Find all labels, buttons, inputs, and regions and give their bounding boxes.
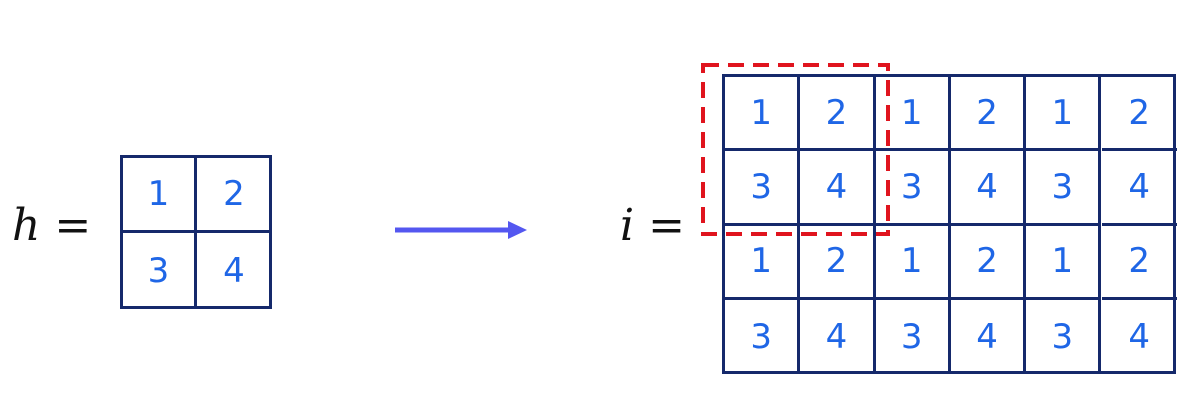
i-cell-r1-c6: 2 <box>1101 77 1177 152</box>
i-cell-r2-c4: 4 <box>950 151 1027 226</box>
i-cell-r4-c6: 4 <box>1128 317 1150 358</box>
transform-arrow-head <box>508 221 527 239</box>
i-cell-r2-c5: 3 <box>1026 151 1102 226</box>
h-cell-r2-c2: 4 <box>223 250 245 291</box>
i-cell-r3-c4: 2 <box>950 225 1027 300</box>
i-cell-r3-c1: 1 <box>725 225 801 300</box>
i-cell-r4-c3: 3 <box>876 299 951 375</box>
i-cell-r2-c2: 4 <box>800 151 876 226</box>
i-equals-sign: = <box>648 200 685 251</box>
i-cell-r2-c6: 4 <box>1101 151 1177 226</box>
i-cell-r1-c1: 1 <box>725 77 801 152</box>
i-cell-r4-c1: 3 <box>725 299 801 375</box>
i-cell-r1-c4: 2 <box>950 77 1027 152</box>
i-cell-r1-c2: 2 <box>800 77 876 152</box>
i-cell-r4-c4: 4 <box>951 299 1027 375</box>
i-cell-r3-c3: 1 <box>875 225 951 300</box>
h-variable: h <box>12 200 41 251</box>
i-cell-r3-c2: 2 <box>800 225 876 300</box>
h-cell-r2-c1: 3 <box>123 233 197 308</box>
h-equation-label: h= <box>12 200 91 251</box>
i-equation-label: i= <box>620 200 685 251</box>
i-cell-r4-c5: 3 <box>1026 299 1102 375</box>
i-cell-r3-c5: 1 <box>1026 225 1102 300</box>
h-equals-sign: = <box>54 200 92 251</box>
i-cell-r4-c2: 4 <box>800 299 876 375</box>
i-cell-r1-c3: 1 <box>875 77 951 152</box>
i-variable: i <box>620 200 635 251</box>
i-cell-r2-c1: 3 <box>725 151 801 226</box>
highlight-dashed-box <box>701 63 890 236</box>
h-cell-r1-c2: 2 <box>197 158 271 233</box>
i-cell-r3-c6: 2 <box>1101 226 1177 300</box>
i-cell-r2-c3: 3 <box>875 151 951 226</box>
h-cell-r1-c1: 1 <box>123 158 197 233</box>
i-cell-r1-c5: 1 <box>1026 77 1102 152</box>
